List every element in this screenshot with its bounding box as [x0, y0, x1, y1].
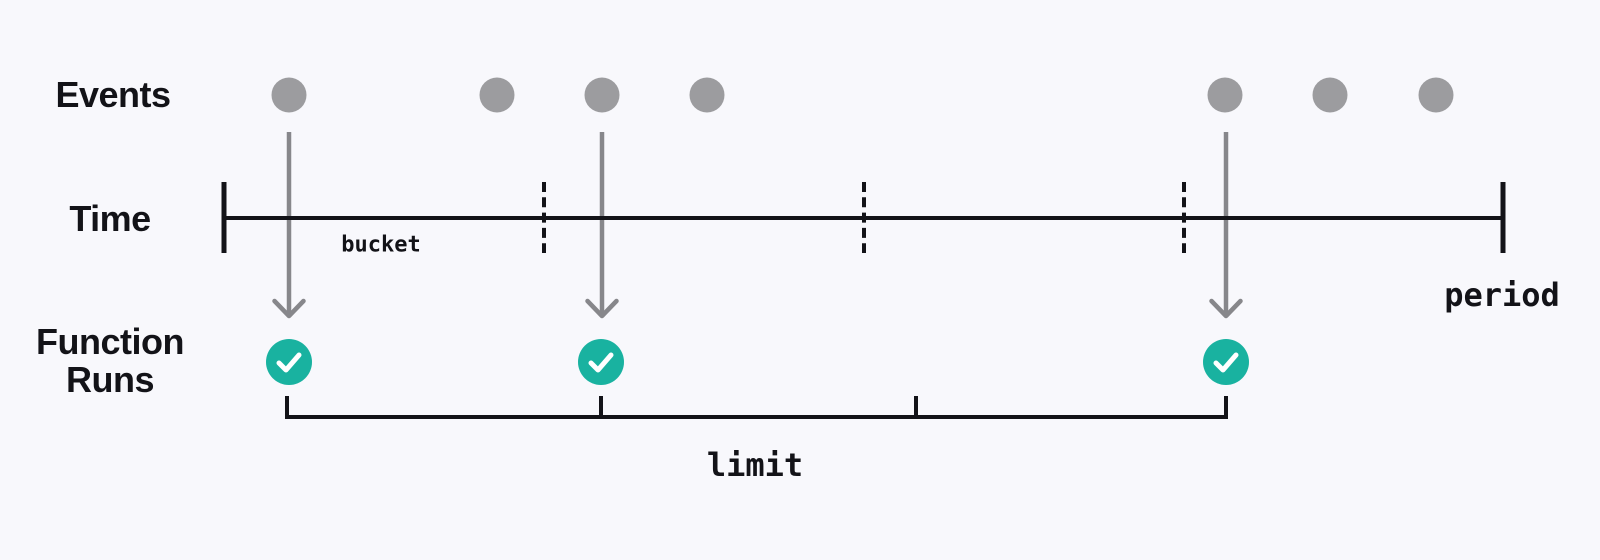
arrow-down-icon: [272, 298, 306, 319]
event-dot: [584, 77, 620, 113]
time-row-label: Time: [69, 198, 151, 239]
function-run-circle: [578, 339, 624, 385]
event-dot: [1418, 77, 1454, 113]
event-dot: [1207, 77, 1243, 113]
check-icon: [276, 352, 302, 373]
bucket-label: bucket: [341, 232, 421, 258]
limit-label: limit: [706, 446, 804, 484]
event-dot: [479, 77, 515, 113]
function-run-circle: [266, 339, 312, 385]
arrow-down-icon: [1209, 298, 1243, 319]
arrow-down-icon: [585, 298, 619, 319]
limit-bracket: [285, 396, 1228, 419]
function-run-circle: [1203, 339, 1249, 385]
function-runs-label-line2: Runs: [66, 359, 154, 400]
event-dot: [689, 77, 725, 113]
check-icon: [1213, 352, 1239, 373]
function-runs-row-label: Function Runs: [36, 323, 184, 399]
event-dot: [1312, 77, 1348, 113]
event-dot: [271, 77, 307, 113]
check-icon: [588, 352, 614, 373]
events-row-label: Events: [55, 74, 171, 115]
period-label: period: [1444, 276, 1560, 314]
function-runs-label-line1: Function: [36, 321, 184, 362]
